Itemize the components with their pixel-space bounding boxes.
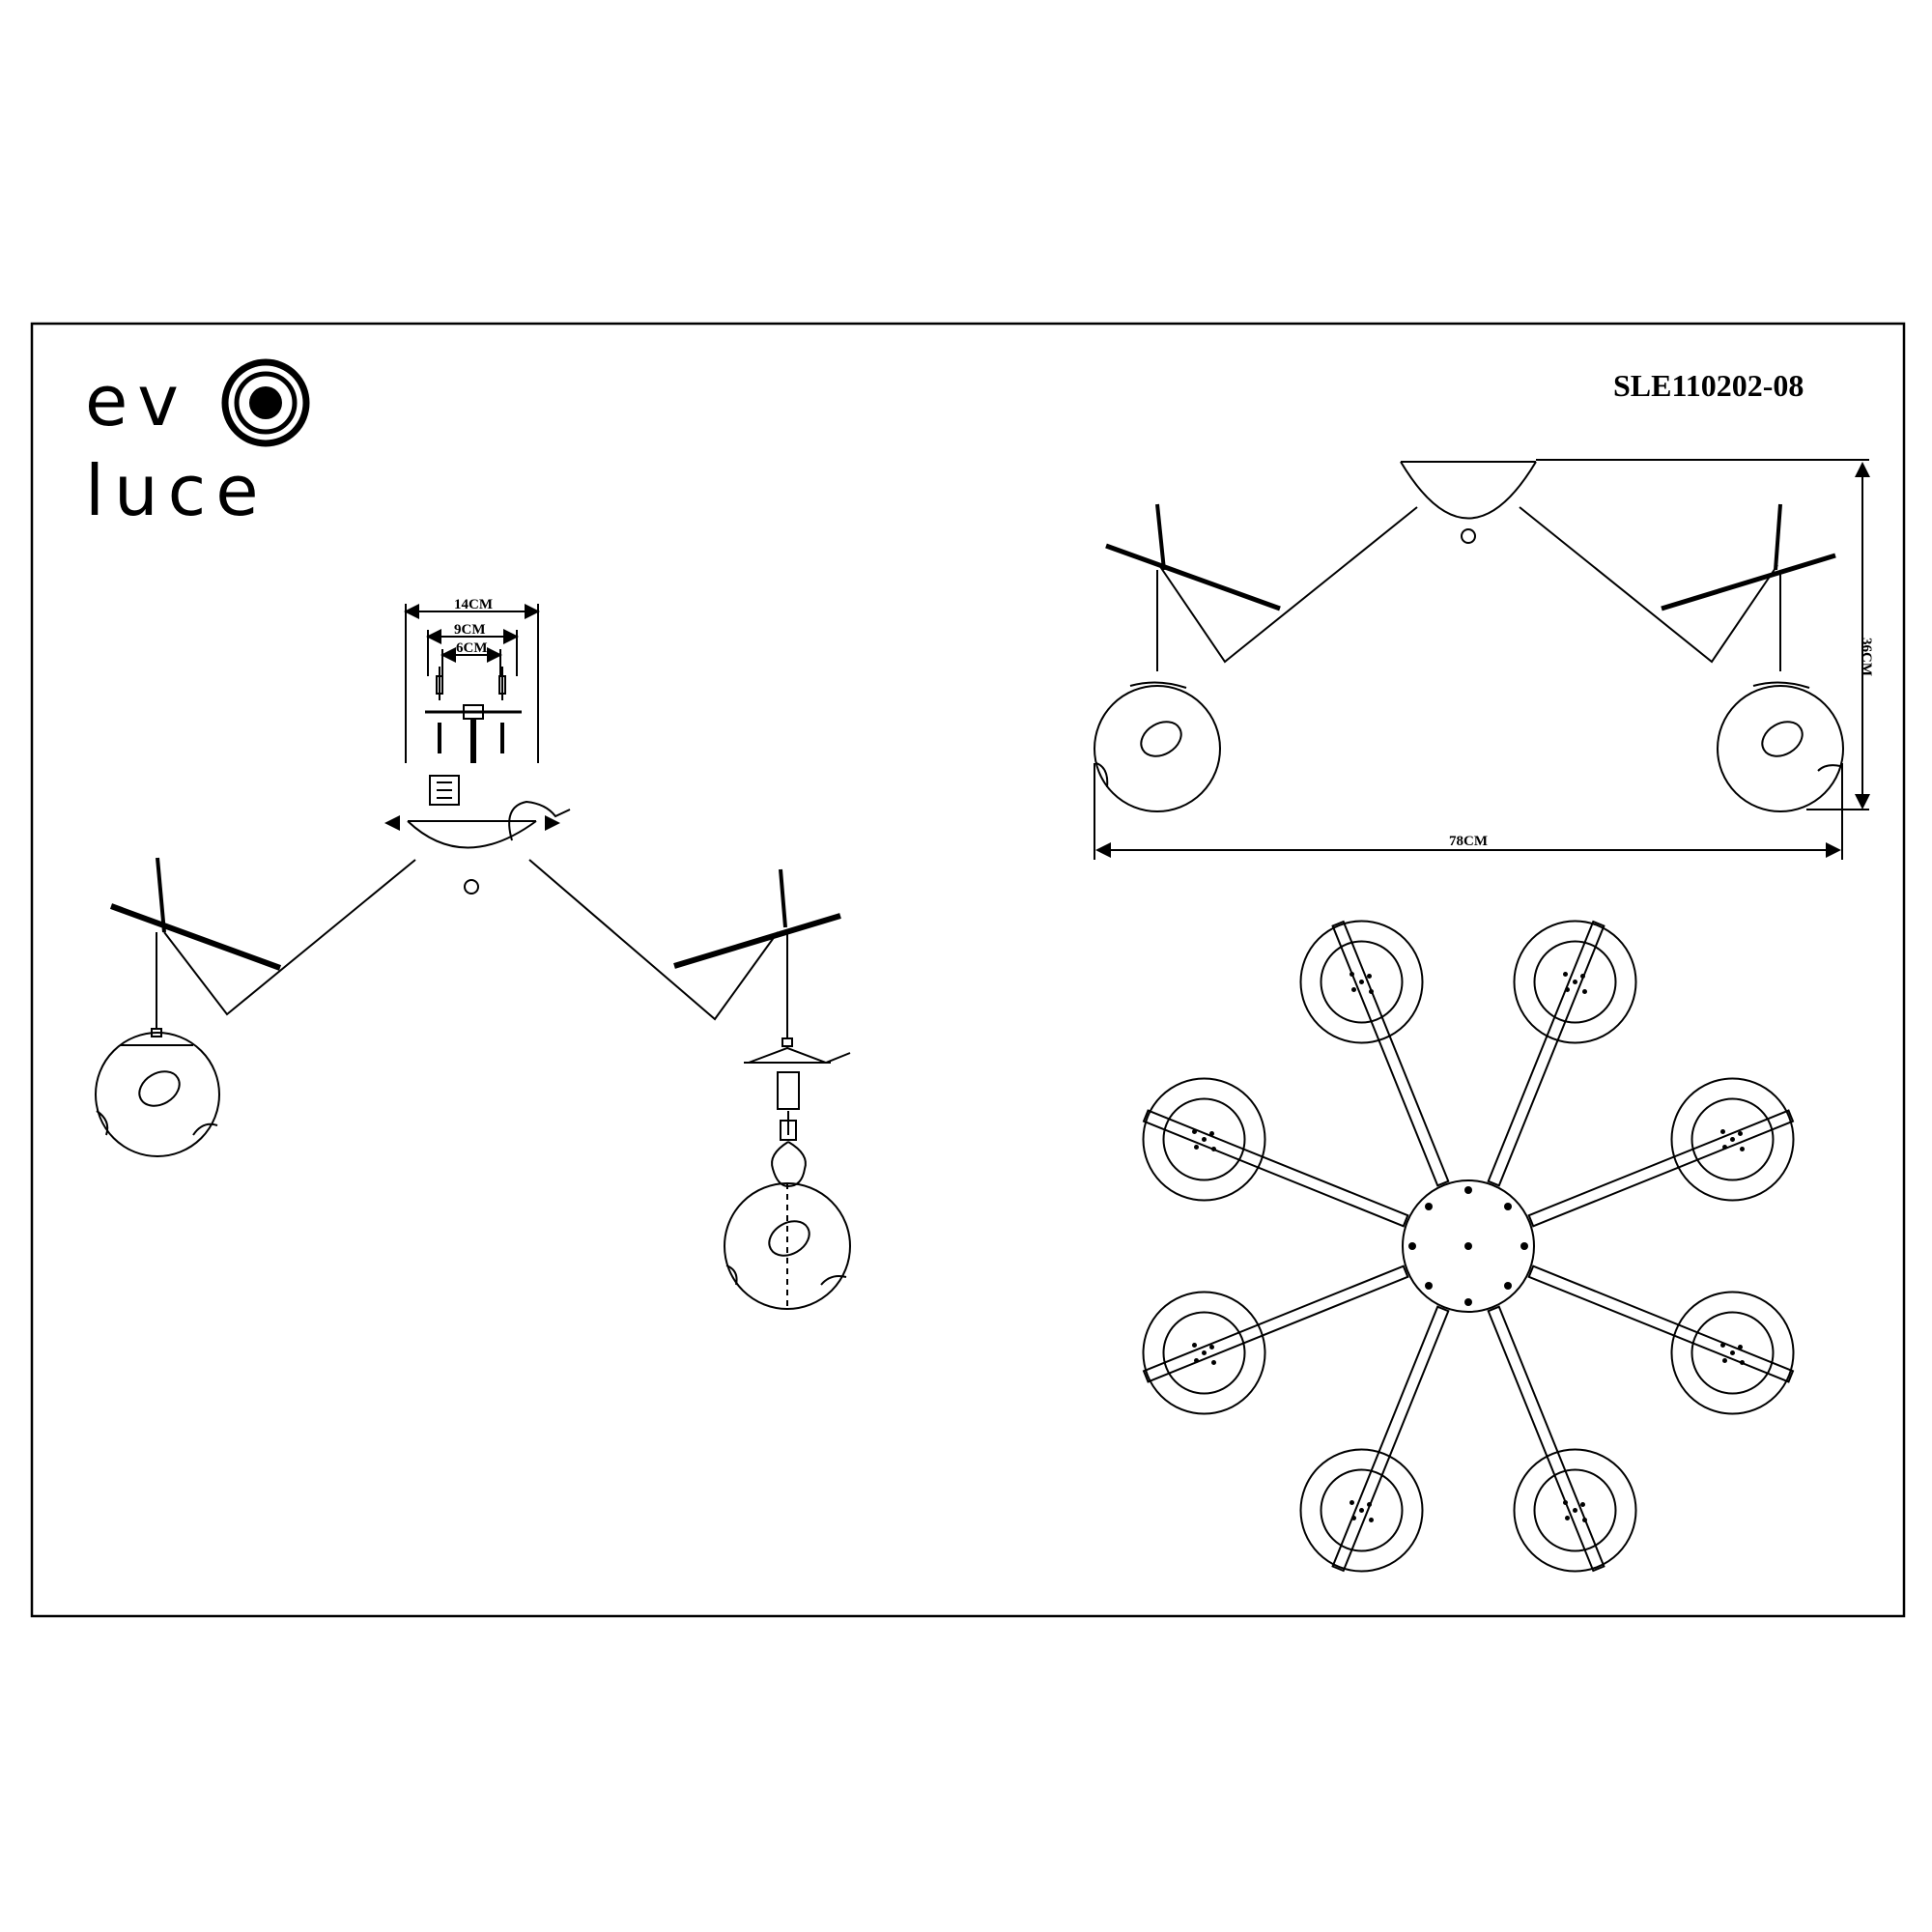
- top-view-shade-dot: [1730, 1137, 1735, 1142]
- top-view-shade-dot: [1740, 1360, 1745, 1365]
- top-view-arm: [1142, 1109, 1409, 1228]
- dim-bracket-width: 9CM: [454, 622, 486, 638]
- top-view-arm: [1527, 1264, 1795, 1383]
- top-view-shade-dot: [1202, 1350, 1207, 1355]
- top-view-shade-dot: [1565, 987, 1570, 992]
- top-view-shade-dot: [1738, 1131, 1743, 1136]
- top-view-shade-outer: [1142, 1291, 1266, 1415]
- top-view-shade-outer: [1299, 1448, 1424, 1573]
- top-view-shade-dot: [1573, 980, 1577, 984]
- installation-side-view: [95, 604, 851, 1310]
- top-view-shade-dot: [1359, 980, 1364, 984]
- top-view-arms: [1142, 920, 1795, 1573]
- top-view-arm: [1331, 1305, 1450, 1573]
- top-view-shade-dot: [1720, 1343, 1725, 1348]
- top-view-shade-inner: [1690, 1097, 1775, 1181]
- top-view-shade-inner: [1533, 940, 1617, 1024]
- top-view-shade-inner: [1320, 940, 1404, 1024]
- top-view-shade-outer: [1670, 1077, 1795, 1202]
- top-view-shade-dot: [1573, 1508, 1577, 1513]
- front-elevation-view: [1094, 459, 1870, 860]
- drawing-frame: [30, 322, 1906, 1618]
- top-view-shade-dot: [1722, 1145, 1727, 1150]
- dim-screw-spacing: 6CM: [456, 640, 488, 656]
- top-view-canopy: [1402, 1179, 1535, 1313]
- globe-elevation-right: [1717, 681, 1844, 812]
- top-view-shade-dot: [1563, 1500, 1568, 1505]
- top-view-shade-dot: [1367, 974, 1372, 979]
- dim-overall-width: 78CM: [1449, 834, 1488, 849]
- dim-overall-height: 36CM: [1859, 638, 1874, 676]
- globe-shade-left: [95, 1032, 220, 1157]
- top-view-shade-inner: [1162, 1097, 1246, 1181]
- top-view-shade-dot: [1720, 1129, 1725, 1134]
- top-view-shade-dot: [1367, 1502, 1372, 1507]
- model-number: SLE110202-08: [1613, 368, 1804, 403]
- logo-target-icon: [221, 358, 310, 447]
- top-view-shade-dot: [1580, 1502, 1585, 1507]
- top-view-shade-dot: [1722, 1358, 1727, 1363]
- top-view-shade-dot: [1730, 1350, 1735, 1355]
- top-view-shade-outer: [1142, 1077, 1266, 1202]
- top-view-shade-inner: [1320, 1468, 1404, 1552]
- logo-text-line2: luce: [85, 450, 269, 531]
- top-view-shade-dot: [1192, 1343, 1197, 1348]
- dim-canopy-width: 14CM: [454, 597, 493, 612]
- top-view-shade-dot: [1351, 987, 1356, 992]
- top-view-shade-dot: [1194, 1145, 1199, 1150]
- top-view-shade-dot: [1211, 1147, 1216, 1151]
- top-view-shade-dot: [1582, 989, 1587, 994]
- globe-elevation-left: [1094, 681, 1221, 812]
- top-view-shade-dot: [1209, 1345, 1214, 1350]
- top-view-shade-dot: [1740, 1147, 1745, 1151]
- top-view-shade-dot: [1209, 1131, 1214, 1136]
- top-view-shade-dot: [1202, 1137, 1207, 1142]
- top-view: [1402, 1179, 1535, 1313]
- top-view-shade-inner: [1162, 1311, 1246, 1395]
- top-view-shade-dot: [1350, 972, 1354, 977]
- top-view-shade-dot: [1369, 989, 1374, 994]
- top-view-shade-outer: [1513, 920, 1637, 1044]
- top-view-shade-outer: [1299, 920, 1424, 1044]
- top-view-shade-dot: [1351, 1516, 1356, 1520]
- top-view-shade-outer: [1670, 1291, 1795, 1415]
- top-view-shade-dot: [1350, 1500, 1354, 1505]
- globe-shade-right-exploded: [724, 1182, 851, 1310]
- brand-logo: ev luce: [85, 358, 310, 531]
- top-view-shade-dot: [1580, 974, 1585, 979]
- top-view-shade-dot: [1565, 1516, 1570, 1520]
- top-view-shade-inner: [1533, 1468, 1617, 1552]
- top-view-arm: [1487, 920, 1605, 1187]
- top-view-arm: [1527, 1109, 1795, 1228]
- top-view-shade-outer: [1513, 1448, 1637, 1573]
- top-view-shade-dot: [1738, 1345, 1743, 1350]
- top-view-shade-dot: [1211, 1360, 1216, 1365]
- top-view-shade-dot: [1563, 972, 1568, 977]
- top-view-shade-dot: [1359, 1508, 1364, 1513]
- top-view-shade-dot: [1194, 1358, 1199, 1363]
- top-view-shade-inner: [1690, 1311, 1775, 1395]
- top-view-shade-dot: [1369, 1518, 1374, 1522]
- top-view-shade-dot: [1582, 1518, 1587, 1522]
- top-view-arm: [1487, 1305, 1605, 1573]
- top-view-arm: [1331, 920, 1450, 1187]
- logo-text-line1: ev: [85, 360, 188, 441]
- top-view-shade-dot: [1192, 1129, 1197, 1134]
- top-view-arm: [1142, 1264, 1409, 1383]
